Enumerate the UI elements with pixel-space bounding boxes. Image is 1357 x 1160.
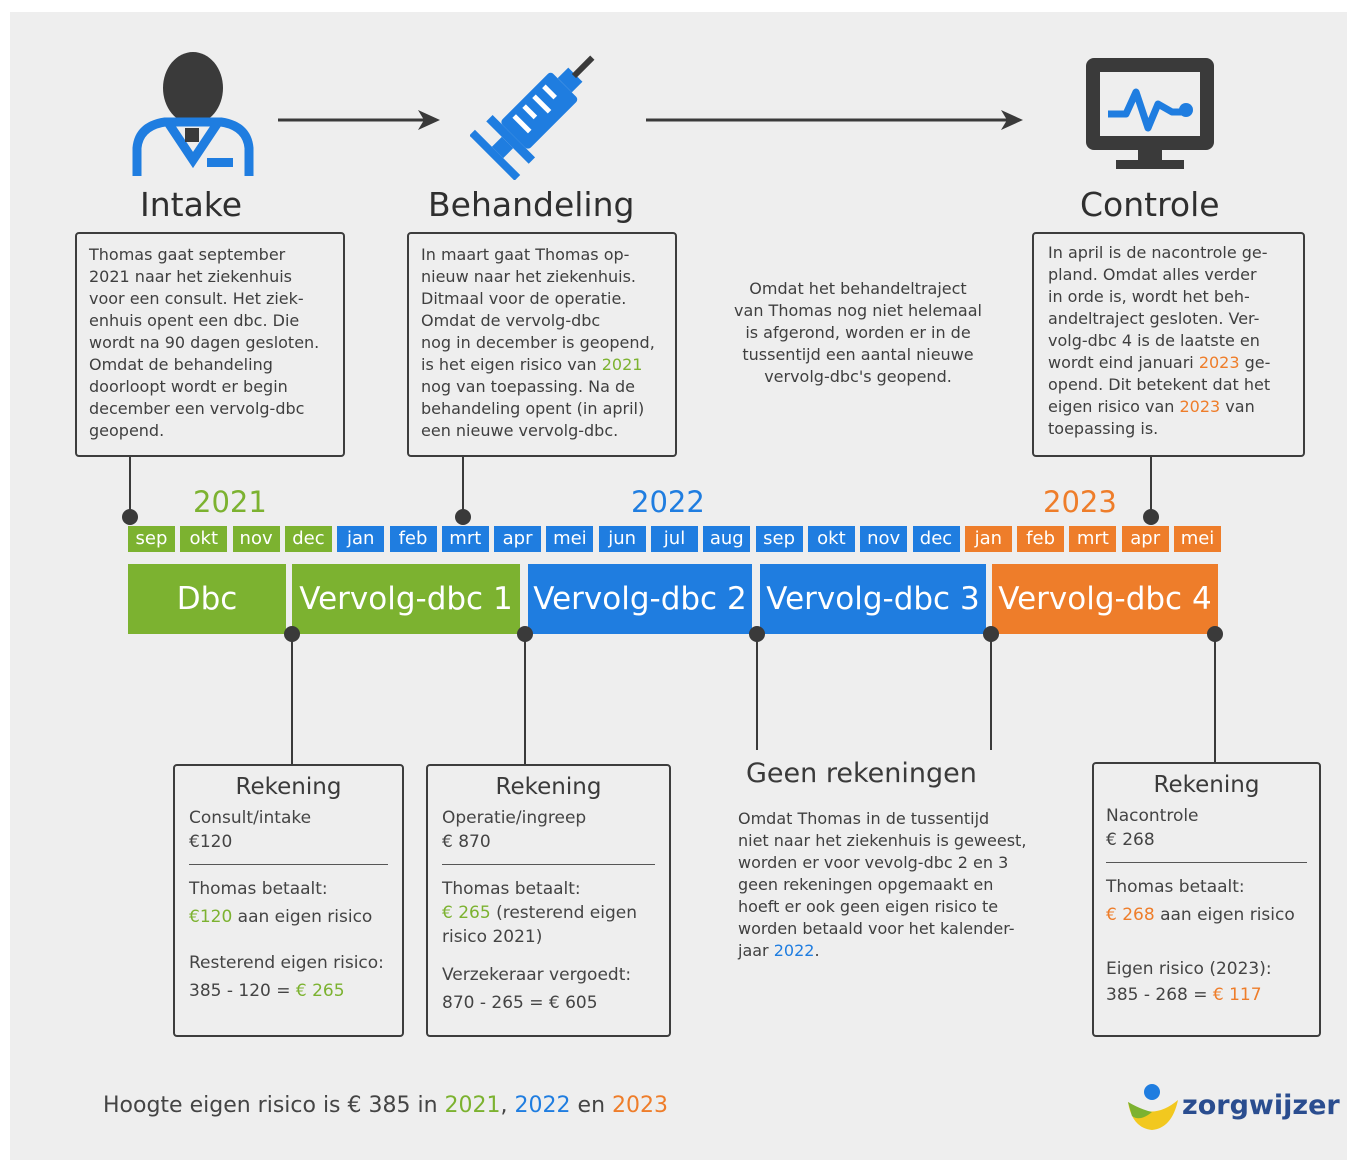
connector-line	[291, 634, 293, 764]
stage-title-intake: Intake	[140, 185, 243, 224]
month-feb: feb	[1017, 526, 1065, 552]
bill-item: Consult/intake	[189, 808, 312, 828]
bill-item: Operatie/ingreep	[442, 808, 587, 828]
month-okt: okt	[807, 526, 855, 552]
year-label-2023: 2023	[1043, 485, 1117, 519]
remaining-label: Eigen risico (2023):	[1106, 959, 1272, 979]
month-aug: aug	[703, 526, 751, 552]
doctor-icon	[132, 52, 254, 176]
footer-text: Hoogte eigen risico is € 385 in 2021, 20…	[103, 1093, 669, 1118]
divider	[1106, 862, 1307, 863]
month-jan: jan	[964, 526, 1012, 552]
segment-vervolg-dbc-3: Vervolg-dbc 3	[760, 564, 986, 634]
brand-name: zorgwijzer	[1182, 1090, 1340, 1121]
intake-text: Thomas gaat september 2021 naar het ziek…	[89, 245, 320, 440]
insurer-label: Verzekeraar vergoedt:	[442, 965, 632, 985]
month-okt: okt	[180, 526, 228, 552]
pays-value: € 265 (resterend eigen risico 2021)	[442, 903, 638, 947]
month-nov: nov	[860, 526, 908, 552]
controle-box: In april is de nacontrole ge- pland. Omd…	[1032, 232, 1305, 457]
month-sep: sep	[755, 526, 803, 552]
segment-vervolg-dbc-1: Vervolg-dbc 1	[292, 564, 520, 634]
bill-amount: €120	[189, 832, 233, 852]
month-sep: sep	[128, 526, 175, 552]
bill-title: Rekening	[495, 774, 602, 800]
month-jan: jan	[337, 526, 385, 552]
stage-title-behandeling: Behandeling	[428, 185, 635, 224]
year-label-2022: 2022	[631, 485, 705, 519]
month-nov: nov	[232, 526, 280, 552]
month-jun: jun	[598, 526, 646, 552]
remaining-value: 385 - 268 = € 117	[1106, 985, 1262, 1005]
no-bills-title: Geen rekeningen	[746, 758, 977, 789]
connector-line	[462, 457, 464, 515]
remaining-label: Resterend eigen risico:	[189, 953, 384, 973]
bill-title: Rekening	[235, 774, 342, 800]
segment-dbc: Dbc	[128, 564, 286, 634]
connector-dot	[1143, 509, 1159, 525]
connector-line	[990, 634, 992, 750]
month-mei: mei	[1174, 526, 1221, 552]
stage-title-controle: Controle	[1080, 185, 1220, 224]
month-dec: dec	[284, 526, 332, 552]
no-bills-text: Omdat Thomas in de tussentijd niet naar …	[738, 809, 1027, 960]
divider	[442, 864, 655, 865]
bill-item: Nacontrole	[1106, 806, 1199, 826]
arrow-right-icon	[646, 110, 1023, 130]
intake-box: Thomas gaat september 2021 naar het ziek…	[75, 232, 345, 457]
segment-vervolg-dbc-4: Vervolg-dbc 4	[992, 564, 1218, 634]
pays-label: Thomas betaalt:	[442, 879, 581, 899]
pays-label: Thomas betaalt:	[189, 879, 328, 899]
year-2021-inline: 2021	[601, 355, 643, 374]
bill-box-2: Rekening Operatie/ingreep € 870 Thomas b…	[426, 764, 671, 1037]
insurer-value: 870 - 265 = € 605	[442, 993, 598, 1013]
bill-title: Rekening	[1153, 772, 1260, 798]
month-jul: jul	[651, 526, 698, 552]
bill-amount: € 268	[1106, 830, 1155, 850]
arrow-right-icon	[278, 110, 440, 130]
connector-dot	[122, 509, 138, 525]
month-apr: apr	[494, 526, 542, 552]
month-mrt: mrt	[1069, 526, 1117, 552]
connector-line	[1214, 634, 1216, 762]
connector-line	[1150, 457, 1152, 515]
bill-box-1: Rekening Consult/intake €120 Thomas beta…	[173, 764, 404, 1037]
pays-value: €120 aan eigen risico	[189, 907, 373, 927]
month-feb: feb	[389, 526, 437, 552]
segment-vervolg-dbc-2: Vervolg-dbc 2	[528, 564, 752, 634]
divider	[189, 864, 388, 865]
connector-line	[524, 634, 526, 764]
bill-amount: € 870	[442, 832, 491, 852]
syringe-icon	[470, 55, 595, 180]
controle-text: In april is de nacontrole ge- pland. Omd…	[1048, 243, 1271, 438]
month-apr: apr	[1121, 526, 1169, 552]
middle-note: Omdat het behandeltraject van Thomas nog…	[734, 279, 982, 386]
month-mei: mei	[546, 526, 594, 552]
monitor-icon	[1086, 58, 1214, 169]
bill-box-4: Rekening Nacontrole € 268 Thomas betaalt…	[1092, 762, 1321, 1037]
year-label-2021: 2021	[193, 485, 267, 519]
connector-line	[756, 634, 758, 750]
month-dec: dec	[912, 526, 960, 552]
month-mrt: mrt	[441, 526, 489, 552]
pays-label: Thomas betaalt:	[1106, 877, 1245, 897]
zorgwijzer-logo-icon	[1128, 1084, 1178, 1130]
connector-dot	[455, 509, 471, 525]
behandeling-box: In maart gaat Thomas op- nieuw naar het …	[407, 232, 677, 457]
behandeling-text: In maart gaat Thomas op- nieuw naar het …	[421, 245, 655, 440]
pays-value: € 268 aan eigen risico	[1106, 905, 1295, 925]
remaining-value: 385 - 120 = € 265	[189, 981, 345, 1001]
connector-line	[129, 457, 131, 515]
